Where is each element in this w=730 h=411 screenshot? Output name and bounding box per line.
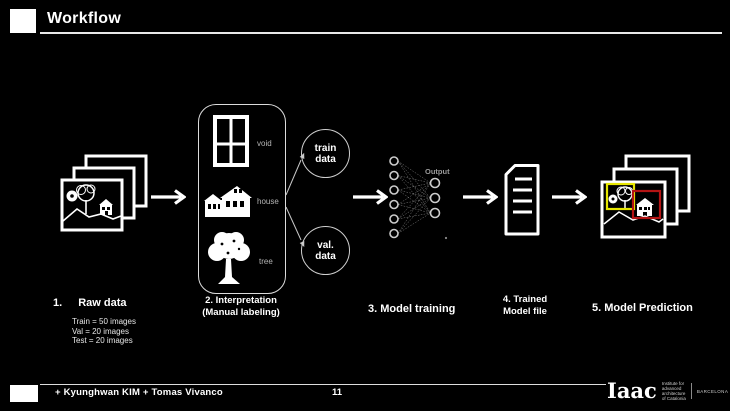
institute-line: architecture: [661, 391, 686, 396]
house-icon: [204, 186, 252, 217]
train-data-node: train data: [301, 129, 350, 178]
labeling-classes-panel: void house tree: [198, 104, 286, 294]
prediction-image-stack-icon: [600, 154, 691, 239]
class-label-tree: tree: [259, 257, 273, 266]
step3-label: 3. Model training: [368, 303, 456, 315]
val-data-node: val. data: [301, 226, 350, 275]
arrow-right-icon: [353, 189, 388, 205]
step1-number: 1.: [53, 297, 63, 309]
raw-data-image-stack-icon: [60, 154, 148, 232]
arrow-right-icon: [552, 189, 587, 205]
header-divider: [40, 32, 722, 34]
iaac-logo: Iaac Institute for advanced architecture…: [607, 377, 728, 405]
iaac-institute-text: Institute for advanced architecture of C…: [662, 381, 686, 401]
page-number: 11: [332, 387, 343, 398]
void-window-icon: [213, 115, 249, 167]
step1-title: Raw data: [78, 297, 127, 309]
iaac-wordmark: Iaac: [607, 378, 657, 403]
institute-line: Institute for: [661, 381, 685, 386]
header-square-decoration: [10, 9, 36, 33]
val-data-line2: data: [315, 250, 336, 262]
page-title: Workflow: [47, 10, 122, 27]
class-label-void: void: [257, 139, 272, 148]
step2-title-line1: 2. Interpretation: [205, 295, 277, 306]
train-data-line1: train: [314, 142, 337, 154]
val-data-line1: val.: [317, 239, 334, 251]
institute-line: advanced: [661, 386, 682, 391]
footer-divider: [40, 384, 606, 385]
step4-label: 4. Trained Model file: [494, 294, 556, 317]
step5-label: 5. Model Prediction: [592, 302, 693, 314]
step1-label: 1. Raw data: [53, 297, 126, 309]
step2-title-line2: (Manual labeling): [202, 306, 280, 318]
step2-label: 2. Interpretation (Manual labeling): [193, 295, 289, 318]
logo-divider: [690, 383, 692, 399]
authors-text: + Kyunghwan KIM + Tomas Vivanco: [55, 387, 223, 398]
step1-dataset-details: Train = 50 images Val = 20 images Test =…: [72, 317, 136, 346]
arrow-right-icon: [463, 189, 498, 205]
detail-test: Test = 20 images: [72, 336, 133, 345]
detail-val: Val = 20 images: [72, 326, 129, 336]
footer-square-decoration: [10, 385, 38, 402]
neural-network-diagram: Output: [389, 156, 450, 240]
institute-line: of Catalonia: [661, 396, 686, 401]
iaac-city-text: BARCELONA: [696, 388, 729, 394]
train-data-line2: data: [315, 153, 336, 165]
step4-title-line1: 4. Trained: [502, 294, 548, 305]
detection-box-house: [631, 189, 662, 220]
arrow-right-icon: [151, 189, 186, 205]
class-label-house: house: [257, 197, 279, 206]
model-file-icon: [504, 164, 540, 236]
output-layer-label: Output: [425, 167, 450, 176]
detail-train: Train = 50 images: [72, 317, 136, 326]
step4-title-line2: Model file: [503, 305, 547, 317]
tree-icon: [208, 232, 250, 284]
